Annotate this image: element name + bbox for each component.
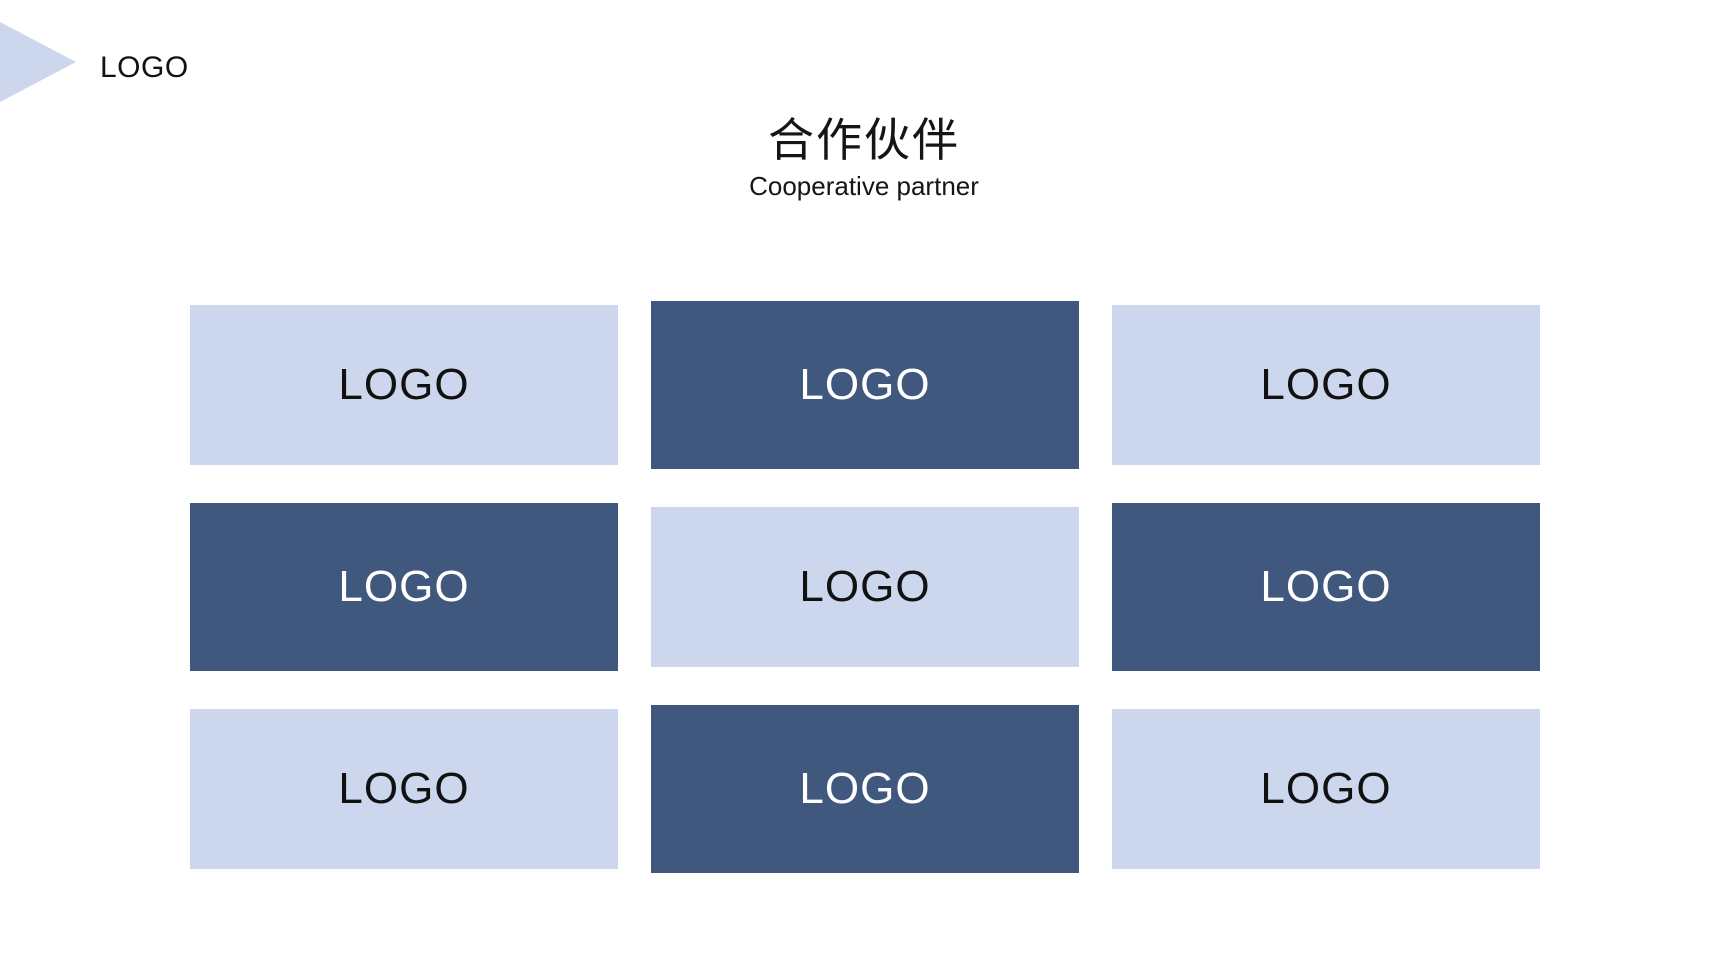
corner-triangle-icon xyxy=(0,22,76,102)
partner-logo-placeholder[interactable]: LOGO xyxy=(1112,503,1540,671)
logo-grid-row-1: LOGO LOGO LOGO xyxy=(190,301,1540,469)
page-subtitle: Cooperative partner xyxy=(749,171,979,201)
corner-logo-text: LOGO xyxy=(100,51,189,84)
partner-logo-placeholder[interactable]: LOGO xyxy=(651,705,1079,873)
partner-logo-placeholder[interactable]: LOGO xyxy=(651,507,1079,667)
partner-logo-placeholder[interactable]: LOGO xyxy=(1112,709,1540,869)
partner-logo-placeholder[interactable]: LOGO xyxy=(190,503,618,671)
partner-logo-placeholder[interactable]: LOGO xyxy=(1112,305,1540,465)
partner-logo-placeholder[interactable]: LOGO xyxy=(651,301,1079,469)
partner-logo-placeholder[interactable]: LOGO xyxy=(190,305,618,465)
page-title: 合作伙伴 xyxy=(768,114,960,166)
title-block: 合作伙伴 Cooperative partner xyxy=(0,112,1728,202)
partner-logo-placeholder[interactable]: LOGO xyxy=(190,709,618,869)
logo-grid-row-3: LOGO LOGO LOGO xyxy=(190,705,1540,873)
logo-grid-row-2: LOGO LOGO LOGO xyxy=(190,503,1540,671)
partner-logo-grid: LOGO LOGO LOGO LOGO LOGO LOGO LOGO LOGO … xyxy=(190,301,1540,873)
